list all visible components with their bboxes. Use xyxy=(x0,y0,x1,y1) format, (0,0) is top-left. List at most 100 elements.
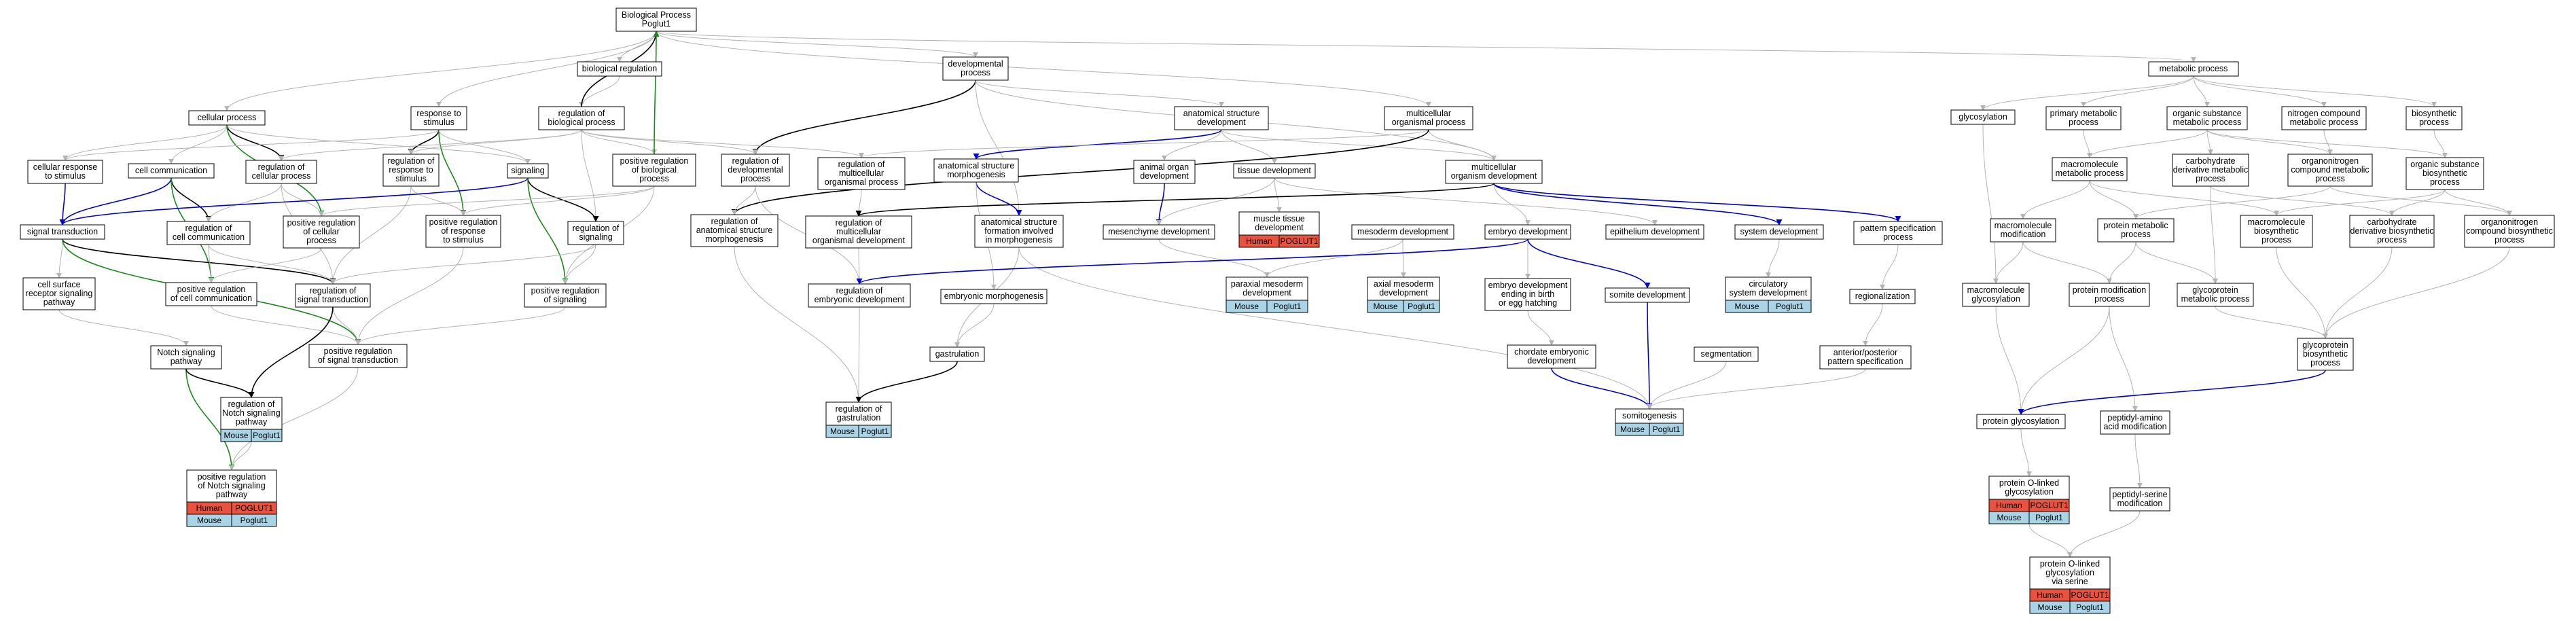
node-box xyxy=(1445,160,1543,184)
go-term-node-embryodev[interactable]: embryo development xyxy=(1484,224,1571,240)
go-term-node-signaling[interactable]: signaling xyxy=(507,163,549,179)
node-label-line: of Notch signaling xyxy=(198,481,265,490)
go-term-node-biolreg[interactable]: biological regulation xyxy=(577,61,662,77)
edge-somitedev-to-somito xyxy=(1646,302,1653,410)
node-label-line: process xyxy=(1883,232,1913,242)
node-box xyxy=(188,110,266,126)
node-label-line: process xyxy=(2121,230,2151,239)
edge-protmod-to-protglyc xyxy=(2018,306,2110,415)
node-label-line: protein O-linked xyxy=(2040,559,2100,569)
node-label-line: positive regulation xyxy=(324,346,393,356)
node-label-line: carbohydrate xyxy=(2367,217,2417,227)
node-box xyxy=(1507,344,1596,369)
go-term-node-mesodev[interactable]: mesoderm development xyxy=(1351,224,1454,240)
node-box xyxy=(1849,289,1916,304)
go-term-node-segmentation[interactable]: segmentation xyxy=(1694,346,1759,362)
go-term-node-glycosylation[interactable]: glycosylation xyxy=(1950,109,2016,125)
go-term-node-cellcomm[interactable]: cell communication xyxy=(128,163,215,179)
go-term-node-epitheldev[interactable]: epithelium development xyxy=(1605,224,1704,240)
go-term-node-somitedev[interactable]: somite development xyxy=(1605,287,1690,303)
species-name: Mouse xyxy=(223,431,248,440)
edge-bp-to-devproc xyxy=(656,31,978,58)
node-box xyxy=(1605,287,1690,303)
edge-cellproc-to-cellcomm xyxy=(168,124,228,164)
go-term-node-mesendev[interactable]: mesenchyme development xyxy=(1103,224,1215,240)
edge-resp-to-cellresp xyxy=(62,129,440,161)
node-label-line: signal transduction xyxy=(298,295,368,304)
go-term-node-gastrulation[interactable]: gastrulation xyxy=(929,346,985,362)
go-term-node-regionalization[interactable]: regionalization xyxy=(1849,289,1916,304)
go-term-node-embmorph[interactable]: embryonic morphogenesis xyxy=(940,289,1048,304)
go-term-node-protglyc[interactable]: protein glycosylation xyxy=(1976,414,2066,429)
go-term-node-cellproc[interactable]: cellular process xyxy=(188,110,266,126)
go-term-node-sigtrans[interactable]: signal transduction xyxy=(20,224,105,240)
node-label-line: cell communication xyxy=(135,166,207,175)
go-term-node-metab[interactable]: metabolic process xyxy=(2148,61,2239,77)
go-term-node-tissuedev[interactable]: tissue development xyxy=(1233,163,1316,179)
go-term-node-sysdev[interactable]: system development xyxy=(1734,224,1824,240)
